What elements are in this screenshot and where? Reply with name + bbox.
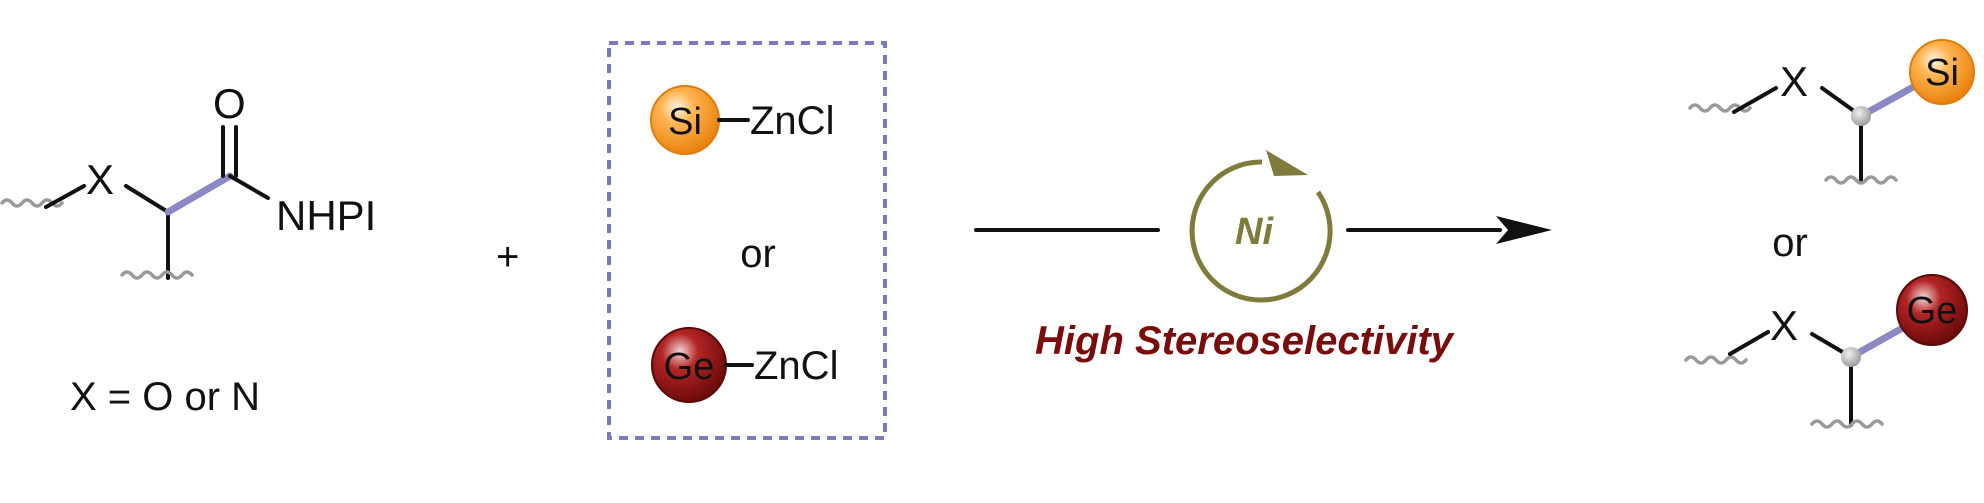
wavy-bond-bottom — [1824, 175, 1898, 185]
carbonyl-oxygen: O — [213, 80, 246, 127]
bond-to-x — [44, 184, 86, 209]
reactant-structure: X O NHPI — [0, 80, 376, 280]
product-or-label: or — [1772, 221, 1808, 265]
arrow-head — [1496, 216, 1552, 244]
wavy-bond-bottom — [1810, 419, 1884, 429]
stereocenter-dot — [1841, 347, 1861, 367]
germyl-product: X Ge — [1684, 274, 1968, 429]
stereocenter-dot — [1851, 106, 1871, 126]
ge-ball-label: Ge — [664, 346, 715, 388]
si-ball-label: Si — [668, 101, 702, 143]
plus-sign: + — [496, 235, 519, 279]
bond-x-to-alpha — [124, 184, 170, 214]
bond-to-x — [1728, 330, 1770, 356]
reagent-dashed-frame — [607, 41, 887, 440]
reagent-or-label: or — [740, 232, 776, 276]
ge-ball-label: Ge — [1907, 290, 1958, 332]
ge-zncl-label: ZnCl — [754, 344, 838, 388]
bond-carbonyl-n — [228, 174, 270, 200]
wavy-bond-left — [1684, 355, 1748, 365]
bond-to-x — [1732, 86, 1778, 114]
reagent-box: Si ZnCl or Ge ZnCl — [607, 41, 887, 440]
silyl-zinc-reagent: Si ZnCl — [650, 85, 834, 155]
si-ball-label: Si — [1925, 52, 1959, 94]
reactant-x-atom: X — [86, 156, 114, 203]
wavy-bond-bottom — [120, 270, 194, 280]
catalyst-label: Ni — [1235, 211, 1274, 253]
reaction-arrow — [974, 216, 1552, 244]
germyl-zinc-reagent: Ge ZnCl — [651, 327, 838, 403]
new-c-ge-bond — [1847, 322, 1910, 361]
bond-alpha-carbonyl — [164, 172, 234, 216]
catalytic-cycle-arc — [1189, 159, 1333, 303]
new-c-si-bond — [1857, 82, 1919, 120]
leaving-group: NHPI — [276, 192, 376, 239]
product-bottom-x-atom: X — [1770, 302, 1798, 349]
nickel-catalytic-cycle: Ni — [1189, 150, 1333, 303]
silyl-product: X Si — [1688, 39, 1975, 185]
cycle-arrow-icon — [1266, 150, 1308, 176]
x-definition: X = O or N — [70, 375, 260, 419]
si-ball — [1909, 39, 1975, 105]
si-zncl-label: ZnCl — [750, 99, 834, 143]
selectivity-label: High Stereoselectivity — [1035, 319, 1455, 363]
product-top-x-atom: X — [1780, 58, 1808, 105]
ge-ball — [1896, 274, 1968, 346]
